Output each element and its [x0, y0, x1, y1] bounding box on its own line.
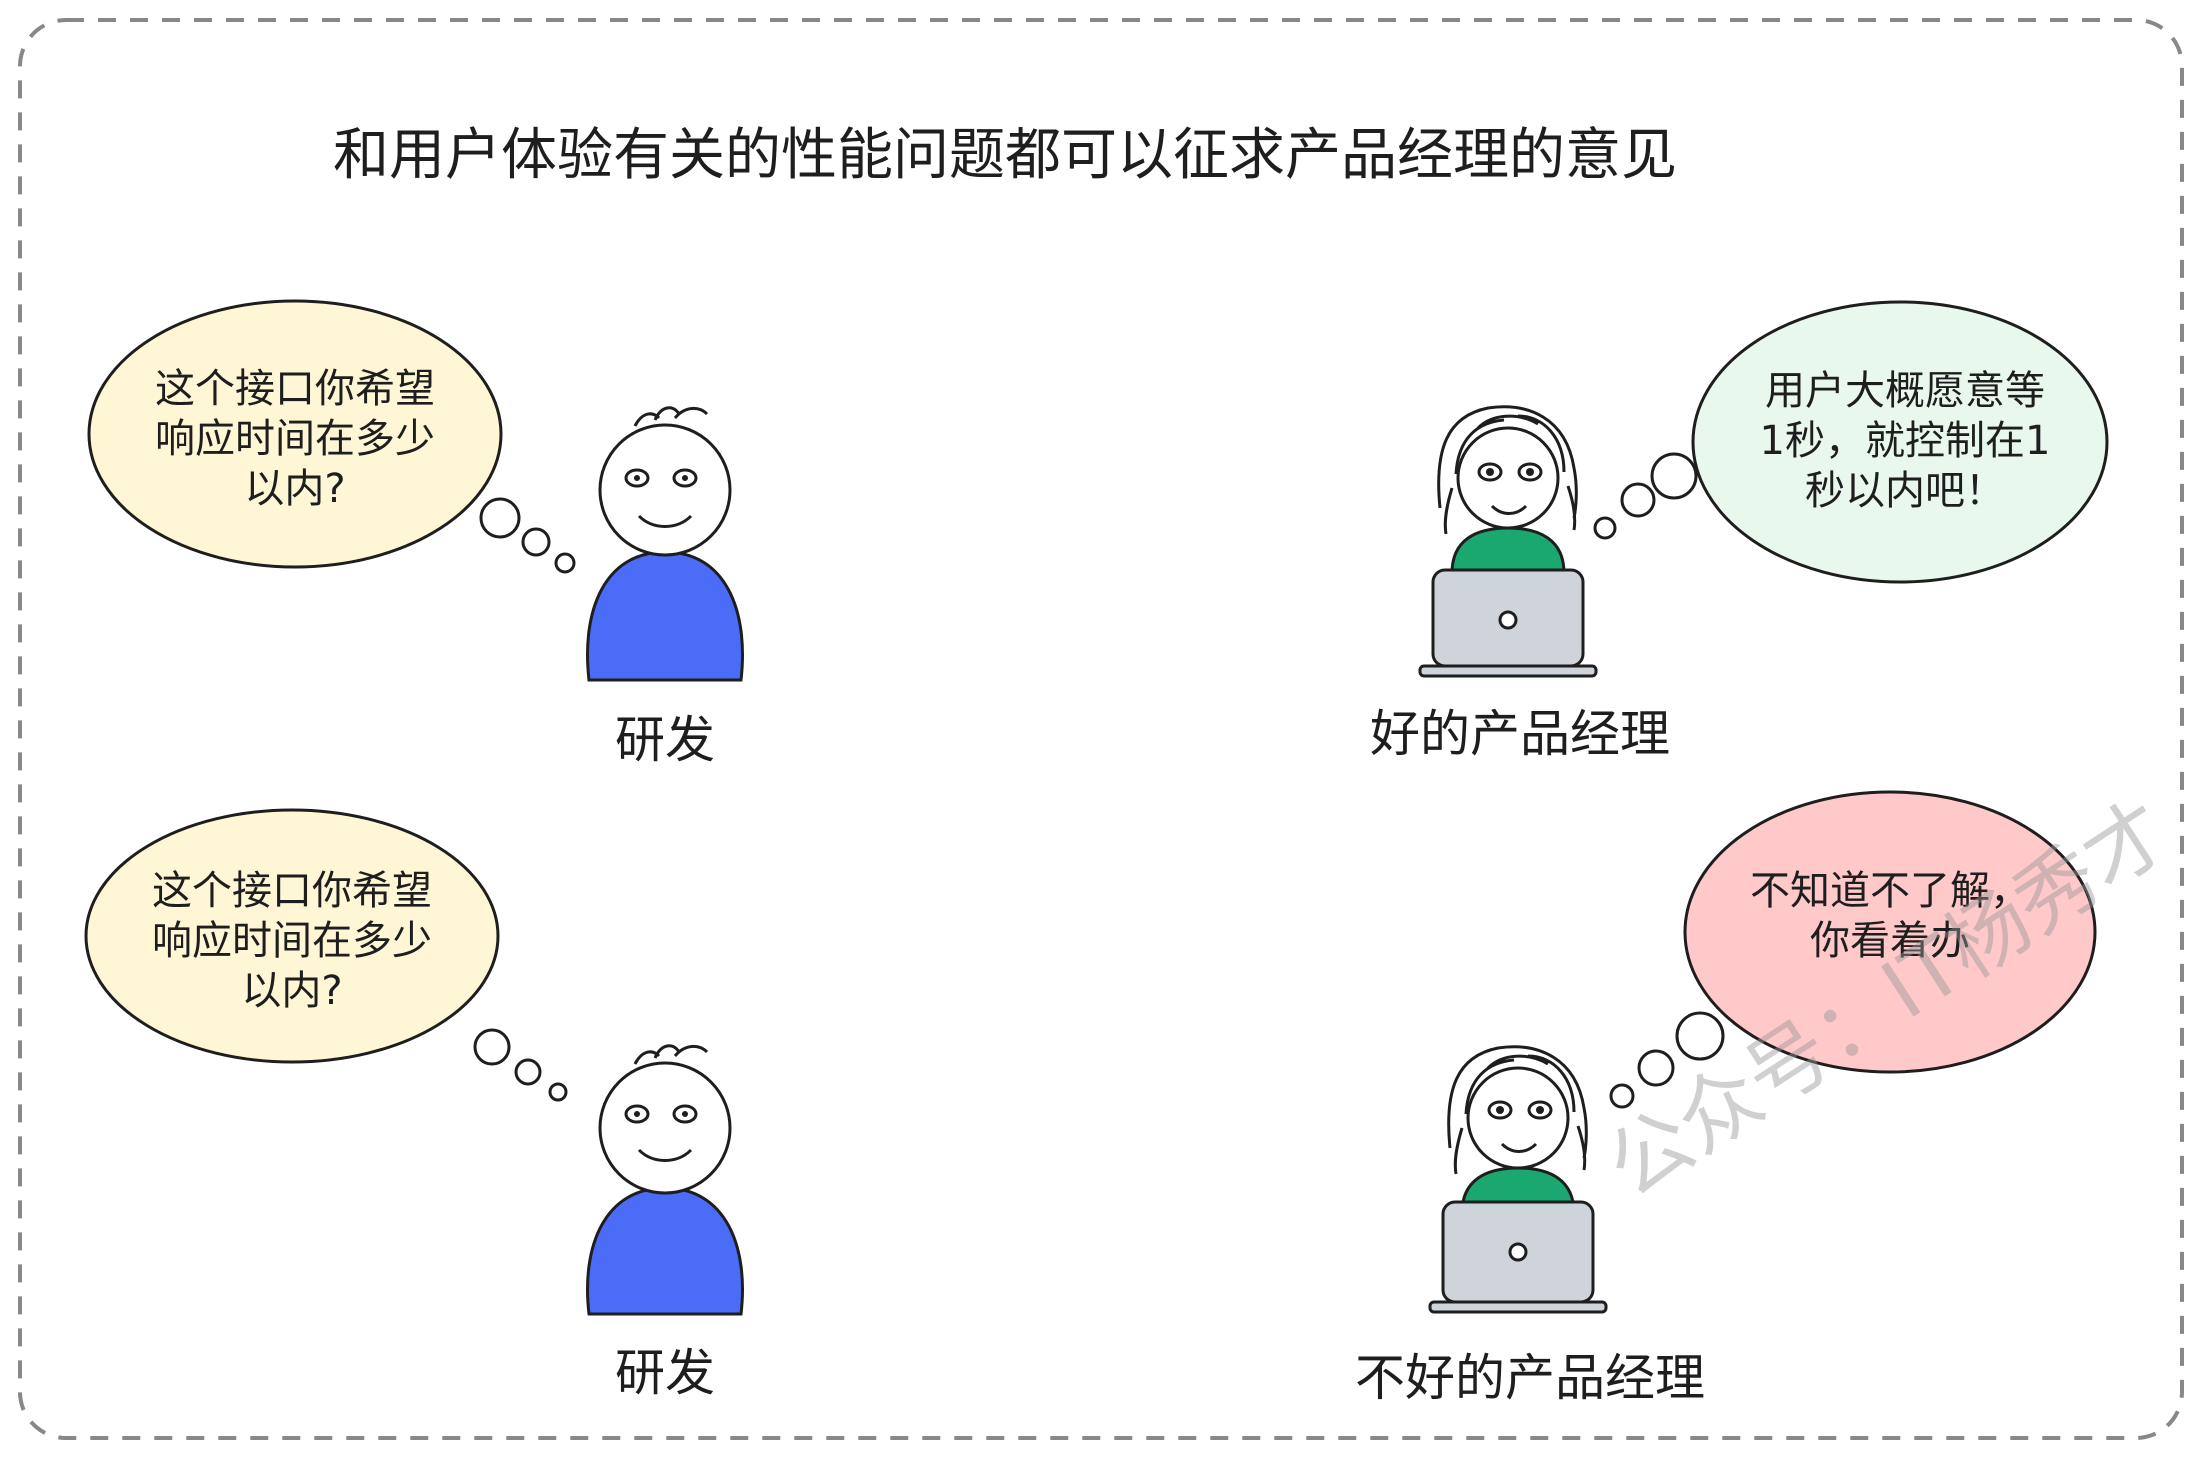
- scene1-dev-thought-dot-large: [479, 497, 521, 539]
- pm-pupil-left: [1496, 1106, 1504, 1114]
- product-manager-with-laptop-icon: [1428, 1045, 1608, 1314]
- dev-pupil-left: [634, 1111, 640, 1117]
- scene2-dev-thought-bubble: [84, 808, 568, 1102]
- scene1-pm-thought-text: 用户大概愿意等 1秒，就控制在1 秒以内吧！: [1720, 366, 2090, 516]
- dev-head: [598, 1061, 732, 1195]
- dev-head: [598, 423, 732, 557]
- thought-line: 以内?: [241, 968, 343, 1014]
- pm-head: [1456, 426, 1560, 530]
- thought-line: 用户大概愿意等: [1765, 368, 2045, 414]
- scene2-dev-thought-dot-medium: [514, 1058, 542, 1086]
- pm-hair-back: [1447, 1045, 1588, 1159]
- scene1-pm-thought-dot-small: [1593, 516, 1617, 540]
- pm-hair-strands: [1443, 414, 1577, 535]
- scene2-pm-thought-dot-small: [1609, 1083, 1635, 1109]
- thought-line: 这个接口你希望: [155, 366, 435, 412]
- scene2-pm-thought-dot-medium: [1637, 1049, 1675, 1087]
- scene2-pm-thought-text: 不知道不了解， 你看着办: [1705, 866, 2075, 966]
- diagram-title: 和用户体验有关的性能问题都可以征求产品经理的意见: [333, 123, 1677, 188]
- pm-smile: [1500, 1142, 1538, 1153]
- scene1-developer-label: 研发: [615, 711, 715, 769]
- thought-line: 1秒，就控制在1: [1759, 418, 2051, 464]
- thought-line: 秒以内吧！: [1805, 468, 2005, 514]
- developer-figure-icon: [586, 1044, 744, 1316]
- scene2-dev-bubble-shape: [84, 808, 500, 1064]
- scene1-pm-thought-dot-medium: [1620, 482, 1656, 518]
- scene2-pm-bubble-shape: [1683, 790, 2097, 1074]
- laptop-logo: [1508, 1242, 1528, 1262]
- dashed-frame: [18, 18, 2184, 1440]
- scene2-manager-label: 不好的产品经理: [1355, 1349, 1705, 1407]
- dev-body: [586, 1186, 744, 1316]
- laptop-logo: [1498, 610, 1518, 630]
- dev-hair: [633, 406, 709, 427]
- pm-pupil-right: [1536, 1106, 1544, 1114]
- scene1-pm-thought-dot-large: [1650, 452, 1698, 500]
- dev-smile: [637, 514, 693, 528]
- scene1-dev-thought-dot-medium: [521, 527, 551, 557]
- scene1-pm-bubble-shape: [1691, 300, 2109, 584]
- thought-line: 以内?: [244, 466, 346, 512]
- dev-pupil-left: [634, 475, 640, 481]
- dev-pupil-right: [682, 475, 688, 481]
- dev-body: [586, 550, 744, 682]
- dev-smile: [637, 1148, 693, 1162]
- scene2-pm-thought-bubble: [1609, 790, 2097, 1109]
- scene1-dev-thought-bubble: [87, 299, 576, 574]
- scene1-dev-thought-dot-small: [554, 552, 576, 574]
- pm-pupil-left: [1486, 468, 1494, 476]
- pm-pupil-right: [1526, 468, 1534, 476]
- thought-line: 你看着办: [1810, 918, 1970, 964]
- scene1-dev-thought-text: 这个接口你希望 响应时间在多少 以内?: [110, 364, 480, 514]
- dev-hair: [633, 1044, 709, 1065]
- thought-line: 不知道不了解，: [1750, 868, 2030, 914]
- scene2-developer-label: 研发: [615, 1344, 715, 1402]
- laptop-base: [1418, 664, 1598, 678]
- laptop-base: [1428, 1300, 1608, 1314]
- pm-hair-back: [1437, 405, 1578, 519]
- product-manager-with-laptop-icon: [1418, 405, 1598, 678]
- dev-pupil-right: [682, 1111, 688, 1117]
- pm-smile: [1490, 504, 1528, 515]
- scene1-pm-thought-bubble: [1593, 300, 2109, 584]
- thought-line: 响应时间在多少: [155, 416, 435, 462]
- developer-figure-icon: [586, 406, 744, 682]
- pm-head: [1466, 1066, 1570, 1170]
- pm-hair-strands: [1453, 1054, 1587, 1175]
- scene1-dev-bubble-shape: [87, 299, 503, 569]
- scene2-dev-thought-text: 这个接口你希望 响应时间在多少 以内?: [107, 866, 477, 1016]
- thought-line: 这个接口你希望: [152, 868, 432, 914]
- scene1-manager-label: 好的产品经理: [1370, 705, 1670, 763]
- scene2-dev-thought-dot-small: [548, 1082, 568, 1102]
- pm-body: [1450, 526, 1566, 575]
- thought-line: 响应时间在多少: [152, 918, 432, 964]
- scene2-pm-thought-dot-large: [1675, 1011, 1725, 1061]
- scene2-dev-thought-dot-large: [473, 1028, 511, 1066]
